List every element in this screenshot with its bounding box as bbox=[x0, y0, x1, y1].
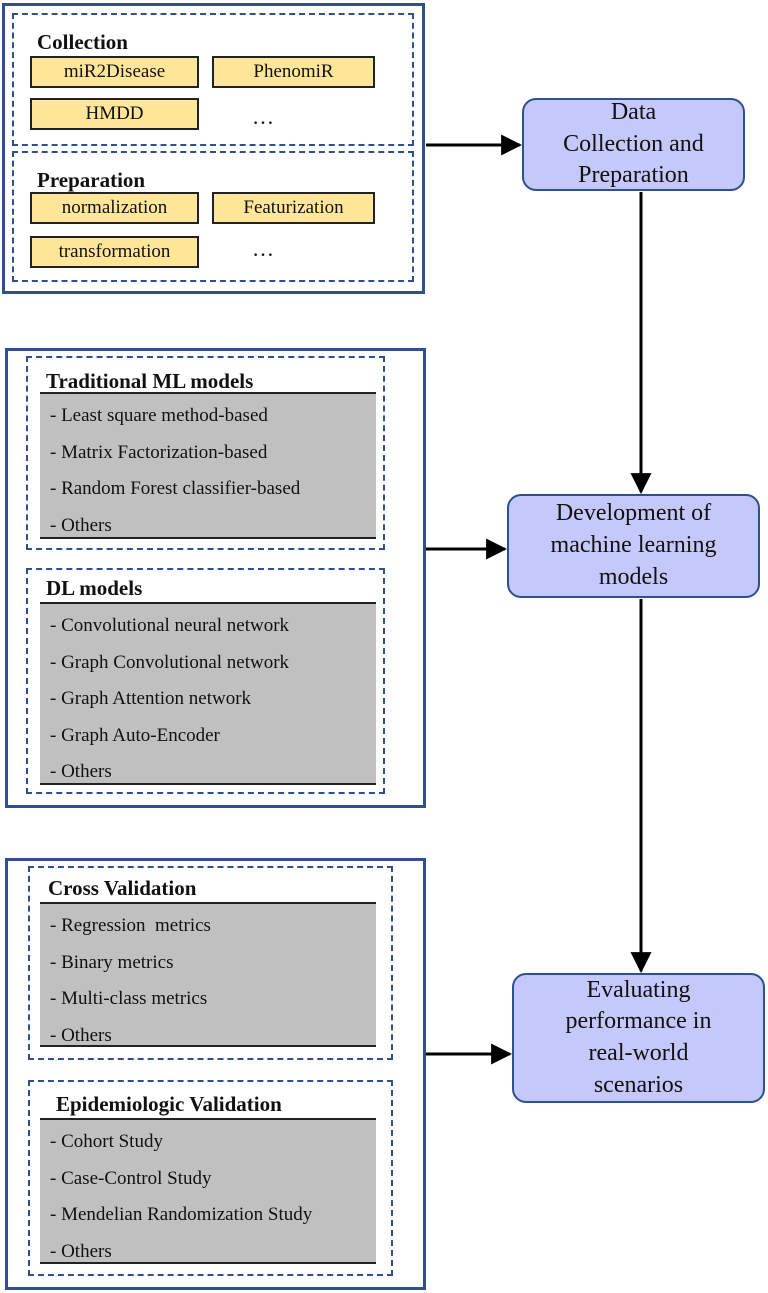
list-item: - Case-Control Study bbox=[50, 1167, 212, 1189]
cross-validation-list: - Regression metrics - Binary metrics - … bbox=[50, 908, 370, 1054]
step-line: real-world bbox=[588, 1040, 689, 1066]
traditional-ml-title: Traditional ML models bbox=[46, 369, 254, 393]
step-line: Preparation bbox=[578, 162, 689, 189]
list-item: - Regression metrics bbox=[50, 915, 211, 936]
list-item: - Matrix Factorization-based bbox=[50, 441, 268, 463]
chip-normalization: normalization bbox=[30, 192, 199, 224]
step-line: Collection and bbox=[563, 130, 704, 157]
step-evaluation: Evaluating performance in real-world sce… bbox=[512, 973, 765, 1103]
cross-validation-list-panel: - Regression metrics - Binary metrics - … bbox=[40, 902, 376, 1047]
list-item: - Least square method-based bbox=[50, 405, 268, 426]
preparation-more-ellipsis: … bbox=[252, 236, 277, 261]
preparation-title: Preparation bbox=[37, 168, 146, 192]
chip-phenomir: PhenomiR bbox=[212, 56, 375, 88]
chip-hmdd: HMDD bbox=[30, 98, 199, 130]
list-item: - Others bbox=[50, 514, 112, 536]
chip-featurization: Featurization bbox=[212, 192, 375, 224]
step-line: Evaluating bbox=[586, 976, 691, 1003]
list-item: - Convolutional neural network bbox=[50, 615, 290, 636]
epidemiologic-validation-title: Epidemiologic Validation bbox=[56, 1092, 282, 1116]
list-item: - Others bbox=[50, 761, 112, 782]
collection-title: Collection bbox=[37, 30, 128, 54]
list-item: - Cohort Study bbox=[50, 1131, 163, 1152]
list-item: - Graph Attention network bbox=[50, 688, 252, 709]
step-line: scenarios bbox=[593, 1071, 684, 1098]
list-item: - Binary metrics bbox=[50, 951, 174, 973]
list-item: - Others bbox=[50, 1240, 112, 1262]
dl-models-title: DL models bbox=[46, 576, 143, 600]
cross-validation-title: Cross Validation bbox=[48, 876, 197, 900]
list-item: - Graph Auto-Encoder bbox=[50, 724, 220, 746]
step-line: Data bbox=[610, 99, 657, 125]
list-item: - Others bbox=[50, 1024, 112, 1046]
list-item: - Graph Convolutional network bbox=[50, 651, 290, 673]
epidemiologic-validation-list: - Cohort Study - Case-Control Study - Me… bbox=[50, 1124, 370, 1270]
dl-models-list: - Convolutional neural network - Graph C… bbox=[50, 608, 370, 791]
chip-transformation: transformation bbox=[30, 236, 199, 268]
step-data-collection-preparation: Data Collection and Preparation bbox=[522, 98, 745, 191]
list-item: - Mendelian Randomization Study bbox=[50, 1204, 313, 1225]
chip-mir2disease: miR2Disease bbox=[30, 56, 199, 88]
step-line: Development of bbox=[555, 500, 712, 527]
dl-models-list-panel: - Convolutional neural network - Graph C… bbox=[40, 602, 376, 785]
traditional-ml-list: - Least square method-based - Matrix Fac… bbox=[50, 398, 370, 544]
list-item: - Multi-class metrics bbox=[50, 988, 208, 1009]
epidemiologic-validation-list-panel: - Cohort Study - Case-Control Study - Me… bbox=[40, 1118, 376, 1264]
list-item: - Random Forest classifier-based bbox=[50, 478, 301, 499]
step-line: performance in bbox=[565, 1008, 712, 1035]
traditional-ml-list-panel: - Least square method-based - Matrix Fac… bbox=[40, 392, 376, 539]
collection-more-ellipsis: … bbox=[252, 104, 277, 129]
step-model-development: Development of machine learning models bbox=[507, 494, 760, 598]
step-line: models bbox=[598, 563, 669, 590]
step-line: machine learning bbox=[550, 532, 717, 559]
